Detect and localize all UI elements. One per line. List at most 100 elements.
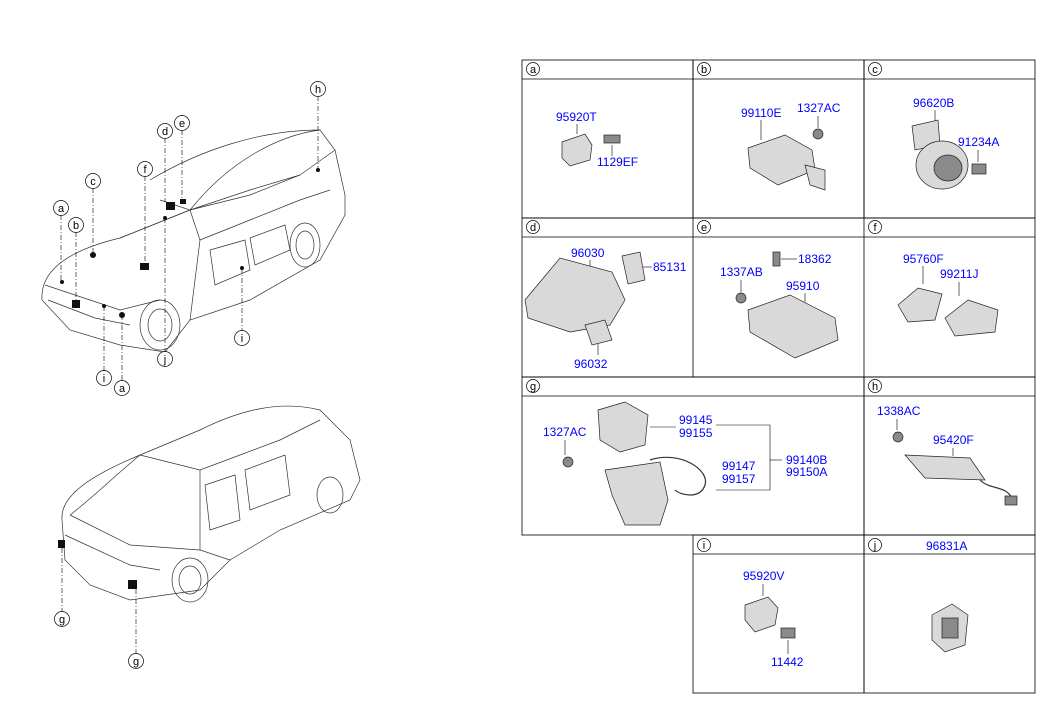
parts-grid	[521, 59, 1036, 694]
part-number-99157[interactable]: 99157	[722, 472, 756, 486]
part-number-18362[interactable]: 18362	[798, 252, 832, 266]
sensor-95920T-icon	[561, 133, 593, 167]
callout-label-a: a	[119, 383, 126, 395]
radar-unit-99110E-icon	[747, 134, 816, 186]
callout-circle-f	[137, 161, 153, 177]
part-number-96032[interactable]: 96032	[574, 357, 608, 371]
callout-circle-j	[157, 351, 173, 367]
callout-circle-h	[310, 81, 326, 97]
cell-g: 99145 99155 1327AC 99140B 99150A 99147 9…	[543, 401, 827, 526]
callout-circle-e	[174, 115, 190, 131]
bolt-icon	[971, 163, 987, 175]
cell-d-label: d	[530, 222, 536, 234]
cell-j-label: j	[873, 540, 876, 552]
part-number-1337AB[interactable]: 1337AB	[720, 265, 763, 279]
part-number-99150A[interactable]: 99150A	[786, 465, 827, 479]
callout-circle-i	[234, 330, 250, 346]
cell-a-label: a	[530, 64, 537, 76]
cell-f-label: f	[873, 222, 877, 234]
rear-radar-marker-left	[58, 540, 65, 548]
cell-headers: a b c d e f g h i j	[526, 62, 882, 552]
cell-b-label: b	[701, 64, 707, 76]
part-number-96831A[interactable]: 96831A	[926, 539, 967, 553]
part-number-99147[interactable]: 99147	[722, 459, 756, 473]
rain-sensor-marker	[180, 199, 186, 204]
callout-label-i: i	[103, 373, 105, 385]
callout-label-b: b	[73, 220, 79, 232]
callout-label-i: i	[241, 333, 243, 345]
part-number-95420F[interactable]: 95420F	[933, 433, 974, 447]
antenna-95420F-icon	[904, 454, 986, 481]
part-number-1327AC[interactable]: 1327AC	[797, 101, 841, 115]
cell-i: 95920V 11442	[743, 569, 804, 669]
callout-circle-g	[54, 611, 70, 627]
radar-bracket-icon	[597, 401, 649, 453]
cover-99211J-icon	[944, 299, 999, 337]
front-car-illustration	[41, 129, 346, 353]
callout-label-f: f	[143, 164, 147, 176]
part-number-95920T[interactable]: 95920T	[556, 110, 597, 124]
callout-circle-c	[85, 173, 101, 189]
leader-lines	[60, 96, 319, 654]
callout-label-a: a	[58, 203, 65, 215]
callout-label-g: g	[59, 614, 65, 626]
cell-f: 95760F 99211J	[897, 252, 999, 337]
part-number-96620B[interactable]: 96620B	[913, 96, 954, 110]
rear-radar-marker-right	[128, 580, 137, 589]
cell-i-label: i	[703, 540, 705, 552]
cell-c: 96620B 91234A	[911, 96, 999, 190]
rear-radar-99140B-icon	[604, 461, 669, 526]
airbag-control-module-icon	[747, 294, 839, 359]
cover-85131-icon	[621, 251, 646, 285]
airbag-module-marker	[166, 202, 175, 210]
cell-e-label: e	[701, 222, 707, 234]
part-number-99155[interactable]: 99155	[679, 426, 713, 440]
bracket-96032-icon	[584, 319, 613, 346]
part-number-96030[interactable]: 96030	[571, 246, 605, 260]
callout-circle-d	[157, 123, 173, 139]
cell-j: 96831A	[926, 539, 969, 653]
callout-label-j: j	[163, 354, 166, 366]
cell-h: 1338AC 95420F	[877, 404, 1018, 506]
part-number-1129EF[interactable]: 1129EF	[597, 155, 638, 169]
part-number-95760F[interactable]: 95760F	[903, 252, 944, 266]
part-number-11442[interactable]: 11442	[771, 655, 804, 669]
part-number-91234A[interactable]: 91234A	[958, 135, 999, 149]
callout-circle-g	[128, 653, 144, 669]
callout-circle-b	[68, 217, 84, 233]
callout-circle-a	[114, 380, 130, 396]
part-number-85131[interactable]: 85131	[653, 260, 687, 274]
callout-label-d: d	[162, 126, 168, 138]
part-number-99140B[interactable]: 99140B	[786, 453, 827, 467]
cell-a: 95920T 1129EF	[556, 110, 638, 169]
part-number-99211J[interactable]: 99211J	[940, 267, 978, 281]
rear-car-illustration	[58, 405, 361, 603]
sensor-95920V-icon	[744, 596, 779, 633]
part-number-95920V[interactable]: 95920V	[743, 569, 784, 583]
cell-d: 96030 85131 96032	[524, 246, 687, 371]
callout-label-h: h	[315, 84, 321, 96]
front-camera-marker	[140, 263, 149, 270]
part-number-1338AC[interactable]: 1338AC	[877, 404, 921, 418]
callout-label-e: e	[179, 118, 185, 130]
sensor-95760F-icon	[897, 287, 943, 323]
part-number-1327AC-g[interactable]: 1327AC	[543, 425, 587, 439]
callout-label-c: c	[90, 176, 96, 188]
callout-circle-i	[96, 370, 112, 386]
nut-icon	[812, 128, 824, 140]
part-number-99110E[interactable]: 99110E	[741, 106, 781, 120]
bolt-icon	[603, 134, 621, 144]
cell-e: 18362 1337AB 95910	[720, 251, 839, 359]
cell-h-label: h	[872, 381, 878, 393]
nut-icon	[735, 292, 747, 304]
callout-circle-a	[53, 200, 69, 216]
nut-icon	[562, 456, 574, 468]
part-number-95910[interactable]: 95910	[786, 279, 820, 293]
bolt-icon	[772, 251, 781, 267]
part-number-99145[interactable]: 99145	[679, 413, 713, 427]
bolt-icon	[780, 627, 796, 639]
cell-g-label: g	[530, 381, 536, 393]
cell-b: 99110E 1327AC	[741, 101, 841, 191]
